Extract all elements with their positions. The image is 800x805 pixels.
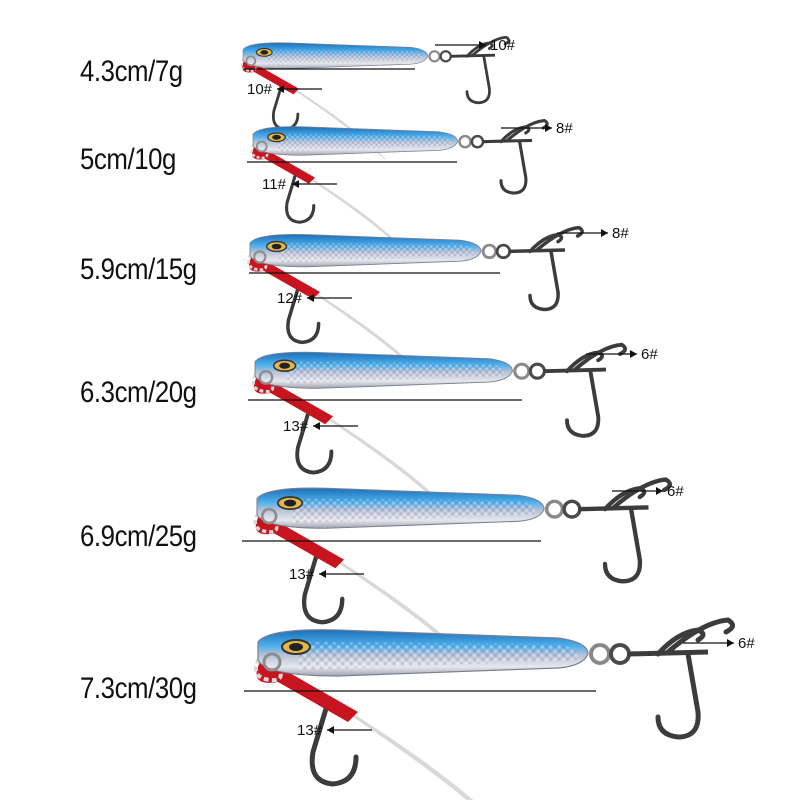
front-ring-6 [262,652,282,672]
front-ring-4 [258,369,274,385]
size-label-3: 5.9cm/15g [80,253,197,286]
treble-barb-mid [528,232,564,254]
treble-hook-label-1: 10# [490,37,516,54]
feather-strand [338,705,478,805]
lure-5 [253,477,672,670]
assist-hook-3 [286,283,321,345]
lure-scales-3 [278,243,474,263]
assist-arrowhead-6 [327,726,334,734]
front-ring-2 [255,140,268,153]
lure-pupil-4 [279,362,291,369]
size-label-5: 6.9cm/25g [80,520,197,553]
lure-scales-2 [277,134,452,152]
treble-barb-bottom [465,54,491,105]
assist-arrowhead-3 [307,294,314,302]
rear-ring-a-5 [544,499,565,519]
assist-hook-label-2: 11# [262,176,287,193]
lure-pupil-2 [272,134,281,140]
treble-hook-1 [450,35,511,105]
treble-arrowhead-3 [601,229,608,237]
lure-3 [247,225,584,381]
treble-hook-3 [508,225,584,312]
treble-hook-label-4: 6# [641,346,658,363]
treble-barb-mid [602,486,647,512]
treble-hook-2 [482,118,549,195]
treble-arrowhead-6 [727,639,734,647]
assist-arrowhead-4 [313,422,320,430]
treble-arrowhead-5 [656,487,663,495]
treble-arrowhead-2 [545,124,552,132]
treble-barb-top [572,342,628,372]
rear-ring-a-4 [513,362,531,380]
treble-hook-5 [578,477,672,584]
lure-pupil-5 [283,499,297,507]
treble-hook-4 [543,342,628,438]
front-ring-5 [260,507,278,525]
treble-arrowhead-1 [479,41,486,49]
feather-strand [341,707,480,805]
lure-pupil-3 [271,243,282,250]
assist-arrowhead-1 [277,85,284,93]
assist-hook-label-5: 13# [289,566,315,583]
assist-hook-4 [295,406,334,475]
treble-barb-bottom [565,369,601,438]
treble-barb-mid [465,41,494,58]
lure-scales-1 [265,49,422,66]
size-label-6: 7.3cm/30g [80,672,197,705]
treble-hook-label-3: 8# [612,225,629,242]
assist-hook-label-1: 10# [247,81,273,98]
treble-hook-label-5: 6# [667,483,684,500]
rear-ring-a-1 [428,50,441,63]
assist-hook-2 [285,169,316,224]
size-label-1: 4.3cm/7g [80,55,183,88]
rear-ring-a-2 [458,134,472,149]
rear-ring-b-2 [470,134,485,149]
treble-arrowhead-4 [630,350,637,358]
treble-hook-label-6: 6# [738,635,755,652]
treble-barb-bottom [655,651,701,740]
lure-scales-6 [298,642,578,670]
assist-hook-label-3: 12# [277,290,303,307]
lure-pupil-6 [289,643,303,651]
lure-1 [240,35,511,160]
treble-barb-bottom [499,140,528,195]
treble-barb-bottom [602,506,643,584]
rear-ring-b-3 [495,243,512,260]
rear-ring-a-3 [481,243,498,260]
treble-barb-bottom [528,249,560,312]
lure-4 [251,342,628,516]
rear-ring-b-4 [528,362,546,380]
treble-barb-mid [499,125,531,144]
treble-barb-top [665,617,735,655]
lure-scales-4 [286,361,505,384]
lure-pupil-1 [260,50,269,55]
treble-barb-mid [565,350,604,374]
front-ring-1 [245,55,257,67]
rear-ring-b-5 [562,499,582,519]
assist-hook-label-4: 13# [283,418,309,435]
assist-hook-6 [309,699,359,787]
assist-hook-label-6: 13# [297,722,323,739]
rear-ring-b-1 [439,50,452,63]
assist-arrowhead-2 [292,180,299,188]
rear-ring-b-6 [609,643,631,665]
assist-arrowhead-5 [319,570,326,578]
size-label-2: 5cm/10g [80,143,176,176]
treble-hook-6 [627,617,735,740]
treble-hook-label-2: 8# [556,120,573,137]
front-ring-3 [253,250,267,264]
lure-6 [254,617,735,805]
treble-barb-top [611,477,672,510]
treble-barb-mid [655,627,706,657]
rear-ring-a-6 [589,643,611,665]
assist-hook-5 [301,548,345,625]
size-label-4: 6.3cm/20g [80,376,197,409]
treble-barb-top [471,35,511,57]
lure-scales-5 [291,498,535,524]
